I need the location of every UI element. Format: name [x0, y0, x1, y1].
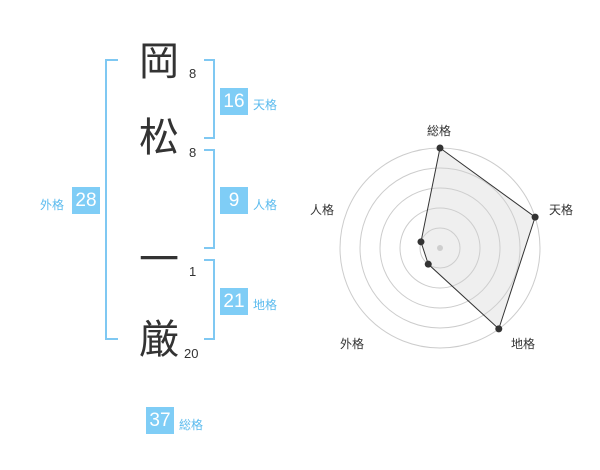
gaikaku-label: 外格 — [40, 198, 65, 212]
radar-point-4 — [424, 260, 432, 268]
radar-axis-label-3: 地格 — [511, 337, 536, 351]
radar-axis-label-1: 総格 — [427, 124, 452, 138]
radar-ring — [359, 167, 521, 329]
name-char-1: 岡 — [139, 39, 179, 85]
soukaku-label: 総格 — [179, 418, 204, 432]
radar-polygon — [420, 147, 536, 330]
chikaku-label: 地格 — [253, 298, 278, 312]
stroke-count-1: 8 — [189, 66, 197, 81]
radar-ring — [379, 187, 501, 309]
radar-axis-label-2: 天格 — [549, 203, 574, 217]
tenkaku-score: 16 — [220, 88, 248, 115]
name-char-4: 厳 — [139, 317, 179, 363]
stroke-count-4: 20 — [184, 346, 199, 361]
radar-point-1 — [436, 144, 444, 152]
jinkaku-label: 人格 — [253, 198, 278, 212]
radar-point-5 — [417, 238, 425, 246]
radar-ring — [419, 227, 461, 269]
stroke-count-2: 8 — [189, 145, 197, 160]
soukaku-score: 37 — [146, 407, 174, 434]
tenkaku-label: 天格 — [253, 98, 278, 112]
radar-point-2 — [531, 213, 539, 221]
name-char-3: 一 — [139, 237, 179, 283]
radar-axis-label-4: 外格 — [340, 337, 365, 351]
name-char-2: 松 — [139, 115, 179, 161]
stroke-count-3: 1 — [189, 264, 197, 279]
radar-point-3 — [495, 325, 503, 333]
radar-center — [437, 245, 443, 251]
radar-ring — [399, 207, 481, 289]
chikaku-score: 21 — [220, 288, 248, 315]
jinkaku-score: 9 — [220, 187, 248, 214]
gaikaku-score: 28 — [72, 187, 100, 214]
radar-axis-label-5: 人格 — [310, 203, 335, 217]
